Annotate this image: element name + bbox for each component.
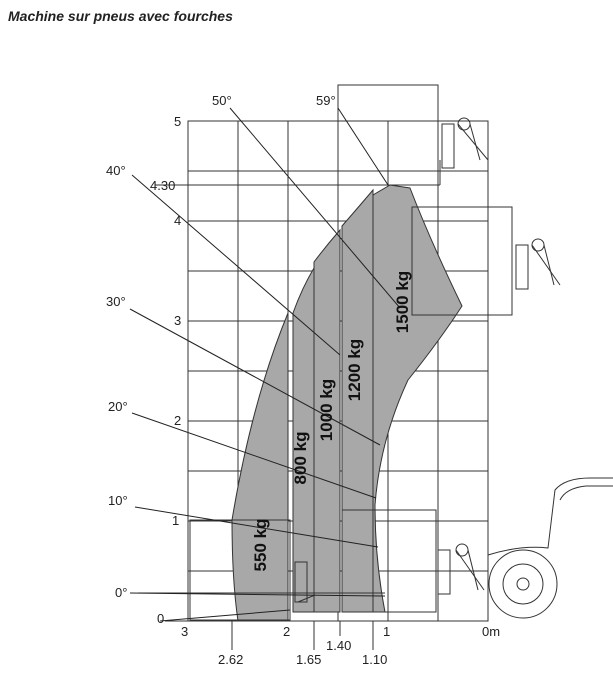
- fork-carriage-bottom: [437, 543, 485, 595]
- fork-carriage-mid: [515, 238, 561, 290]
- angle-30: 30°: [106, 294, 126, 309]
- angle-10: 10°: [108, 493, 128, 508]
- height-tick-1: 1: [172, 513, 179, 528]
- reach-tick-0m: 0m: [482, 624, 500, 639]
- zone-550kg: [231, 312, 289, 622]
- zone-label-1000kg: 1000 kg: [317, 379, 336, 441]
- reach-tick-2: 2: [283, 624, 290, 639]
- reach-tick-1: 1: [383, 624, 390, 639]
- angle-20: 20°: [108, 399, 128, 414]
- fork-carriage-low: [294, 561, 316, 603]
- load-zones: [231, 184, 463, 622]
- reach-axis: 3 2 1 0m 2.62 1.65 1.40 1.10: [181, 621, 500, 667]
- diagram-title: Machine sur pneus avec fourches: [8, 8, 233, 24]
- height-tick-2: 2: [174, 413, 181, 428]
- reach-tick-3: 3: [181, 624, 188, 639]
- height-max-label: 4.30: [150, 178, 175, 193]
- reach-label-2-62: 2.62: [218, 652, 243, 667]
- height-axis: 0 1 2 3 4 5 4.30: [150, 114, 181, 626]
- zone-1500kg: [372, 184, 463, 613]
- zone-labels: 550 kg 800 kg 1000 kg 1200 kg 1500 kg: [251, 271, 412, 572]
- zone-label-550kg: 550 kg: [251, 519, 270, 572]
- angle-40: 40°: [106, 163, 126, 178]
- reach-label-1-10: 1.10: [362, 652, 387, 667]
- reach-label-1-65: 1.65: [296, 652, 321, 667]
- height-tick-3: 3: [174, 313, 181, 328]
- zone-label-800kg: 800 kg: [291, 432, 310, 485]
- reach-label-1-40: 1.40: [326, 638, 351, 653]
- angle-59: 59°: [316, 93, 336, 108]
- vehicle-body: [487, 477, 613, 621]
- angle-0: 0°: [115, 585, 127, 600]
- angle-labels: 0° 10° 20° 30° 40° 50° 59°: [106, 93, 336, 600]
- zone-label-1500kg: 1500 kg: [393, 271, 412, 333]
- vehicle-wheel: [488, 549, 558, 619]
- fork-carriage-top: [441, 117, 489, 169]
- angle-rays: [129, 107, 401, 622]
- height-tick-5: 5: [174, 114, 181, 129]
- height-tick-4: 4: [174, 213, 181, 228]
- zone-1200kg: [341, 188, 374, 613]
- angle-50: 50°: [212, 93, 232, 108]
- zone-label-1200kg: 1200 kg: [345, 339, 364, 401]
- zone-1000kg: [313, 228, 341, 613]
- height-tick-0: 0: [157, 611, 164, 626]
